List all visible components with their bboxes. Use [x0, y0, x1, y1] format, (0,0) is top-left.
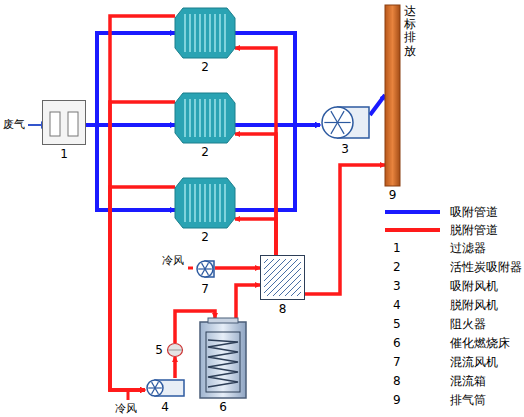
- flame-arrester-symbol: [167, 343, 183, 357]
- legend-item: 2: [393, 260, 401, 274]
- callout-number: 3: [341, 142, 349, 156]
- legend-item: 吸附风机: [450, 279, 498, 293]
- desorption-pipe: [236, 285, 260, 318]
- callout-number: 6: [219, 400, 227, 414]
- legend-text: 吸附管道: [450, 205, 498, 219]
- adsorption-pipe: [86, 123, 175, 127]
- flame-arrester: 5: [167, 343, 183, 357]
- desorption-pipe: [305, 165, 385, 294]
- flow-label: 冷风: [162, 254, 184, 268]
- vertical-label: 达标排放: [404, 5, 416, 58]
- legend-item: 混流箱: [450, 374, 486, 388]
- adsorption-pipe: [86, 33, 175, 125]
- adsorber-symbol: [175, 8, 235, 58]
- callout-number: 4: [161, 400, 169, 414]
- legend-item: 5: [393, 317, 401, 331]
- flow-label: 废气: [3, 118, 25, 132]
- legend-line-red: [385, 228, 440, 232]
- filter-box-symbol: [42, 100, 86, 145]
- legend-item: 4: [393, 298, 401, 312]
- adsorber: 2: [175, 93, 235, 143]
- legend-item: 排气筒: [450, 393, 486, 407]
- catalytic-bed: 6: [200, 318, 246, 398]
- desorption-pipe: [110, 16, 175, 390]
- callout-number: 2: [201, 230, 209, 244]
- desorption-pipe: [215, 266, 260, 270]
- desorption-fan: 4: [145, 378, 185, 398]
- adsorption-pipe: [86, 125, 175, 210]
- adsorber-symbol: [175, 178, 235, 228]
- adsorber-symbol: [175, 93, 235, 143]
- legend-item: 6: [393, 336, 401, 350]
- chimney: 达标排放9: [385, 5, 400, 186]
- callout-number: 8: [279, 302, 287, 316]
- callout-number: 7: [201, 282, 209, 296]
- adsorber: 2: [175, 8, 235, 58]
- legend-item: 活性炭吸附器: [450, 260, 522, 274]
- mixing-box: 8: [260, 255, 305, 300]
- cold-air-inlet: [188, 267, 193, 270]
- cold-air-inlet: [127, 392, 130, 400]
- legend-item: 混流风机: [450, 355, 498, 369]
- callout-number: 1: [60, 147, 68, 161]
- callout-number: 2: [201, 60, 209, 74]
- chimney-symbol: [385, 5, 400, 186]
- mixing-fan: 7: [195, 258, 215, 280]
- legend-item: 3: [393, 279, 401, 293]
- desorption-fan-symbol: [145, 378, 185, 398]
- callout-number: 2: [201, 145, 209, 159]
- inlet-arrow: [28, 124, 41, 126]
- legend-item: 脱附风机: [450, 298, 498, 312]
- legend-item: 9: [393, 393, 401, 407]
- legend-text: 脱附管道: [450, 223, 498, 237]
- flow-label: 冷风: [115, 402, 137, 416]
- desorption-pipe: [235, 134, 276, 255]
- adsorption-fan: 3: [320, 105, 370, 140]
- desorption-pipe: [110, 187, 175, 390]
- desorption-pipe: [235, 219, 276, 255]
- legend-item: 阻火器: [450, 317, 486, 331]
- desorption-pipe: [110, 102, 175, 390]
- filter-box: 1: [42, 100, 86, 145]
- desorption-pipe: [235, 48, 276, 255]
- legend-item: 过滤器: [450, 241, 486, 255]
- legend-item: 8: [393, 374, 401, 388]
- adsorption-pipe: [370, 95, 385, 115]
- adsorption-fan-symbol: [320, 105, 370, 140]
- legend-item: 催化燃烧床: [450, 336, 510, 350]
- callout-number: 5: [155, 343, 163, 357]
- adsorber: 2: [175, 178, 235, 228]
- catalytic-bed-symbol: [200, 318, 246, 398]
- callout-number: 9: [389, 188, 397, 202]
- legend-item: 7: [393, 355, 401, 369]
- desorption-pipe: [173, 357, 177, 378]
- legend-line-blue: [385, 210, 440, 214]
- legend-item: 1: [393, 241, 401, 255]
- mixing-box-symbol: [260, 255, 305, 300]
- mixing-fan-symbol: [195, 258, 215, 280]
